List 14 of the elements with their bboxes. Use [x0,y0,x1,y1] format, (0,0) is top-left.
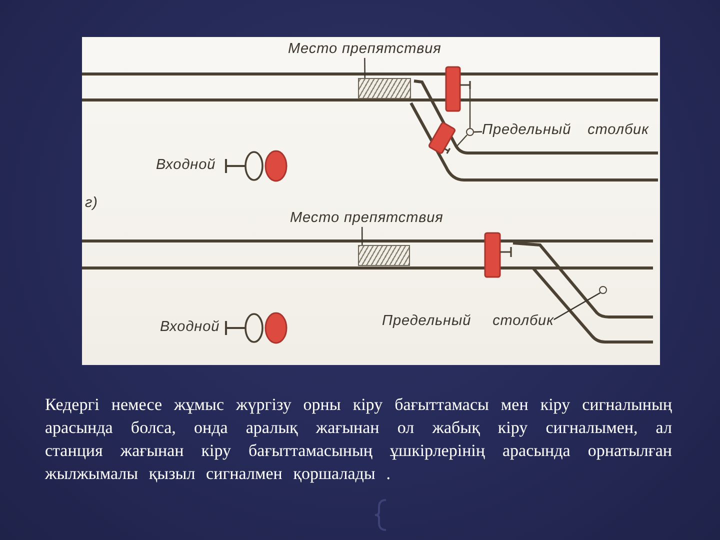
post-label: Предельный столбик [382,314,554,330]
hatched-area [358,78,411,99]
panel-letter: г) [85,196,98,212]
leader-line [361,226,363,245]
post-label: Предельный столбик [482,123,649,139]
place-label: Место препятствия [288,42,442,58]
leader-line [474,131,482,133]
signal-label: Входной [160,320,220,336]
place-label: Место препятствия [290,211,444,227]
hatched-area [358,245,410,266]
signal-label: Входной [156,158,216,174]
leader-line [364,58,366,78]
leader-line [554,292,600,320]
caption-text: Кедергі немесе жұмыс жүргізу орны кіру бағыттамасы мен кіру сигналының арасында болса, онда аралық жағынан ол жабық кіру сигналымен, ал станция жағынан кіру бағыттамасының ұшкірлерінің арасында орнатылған жылжымалы қызыл сигналмен қоршалады . [45,394,672,485]
